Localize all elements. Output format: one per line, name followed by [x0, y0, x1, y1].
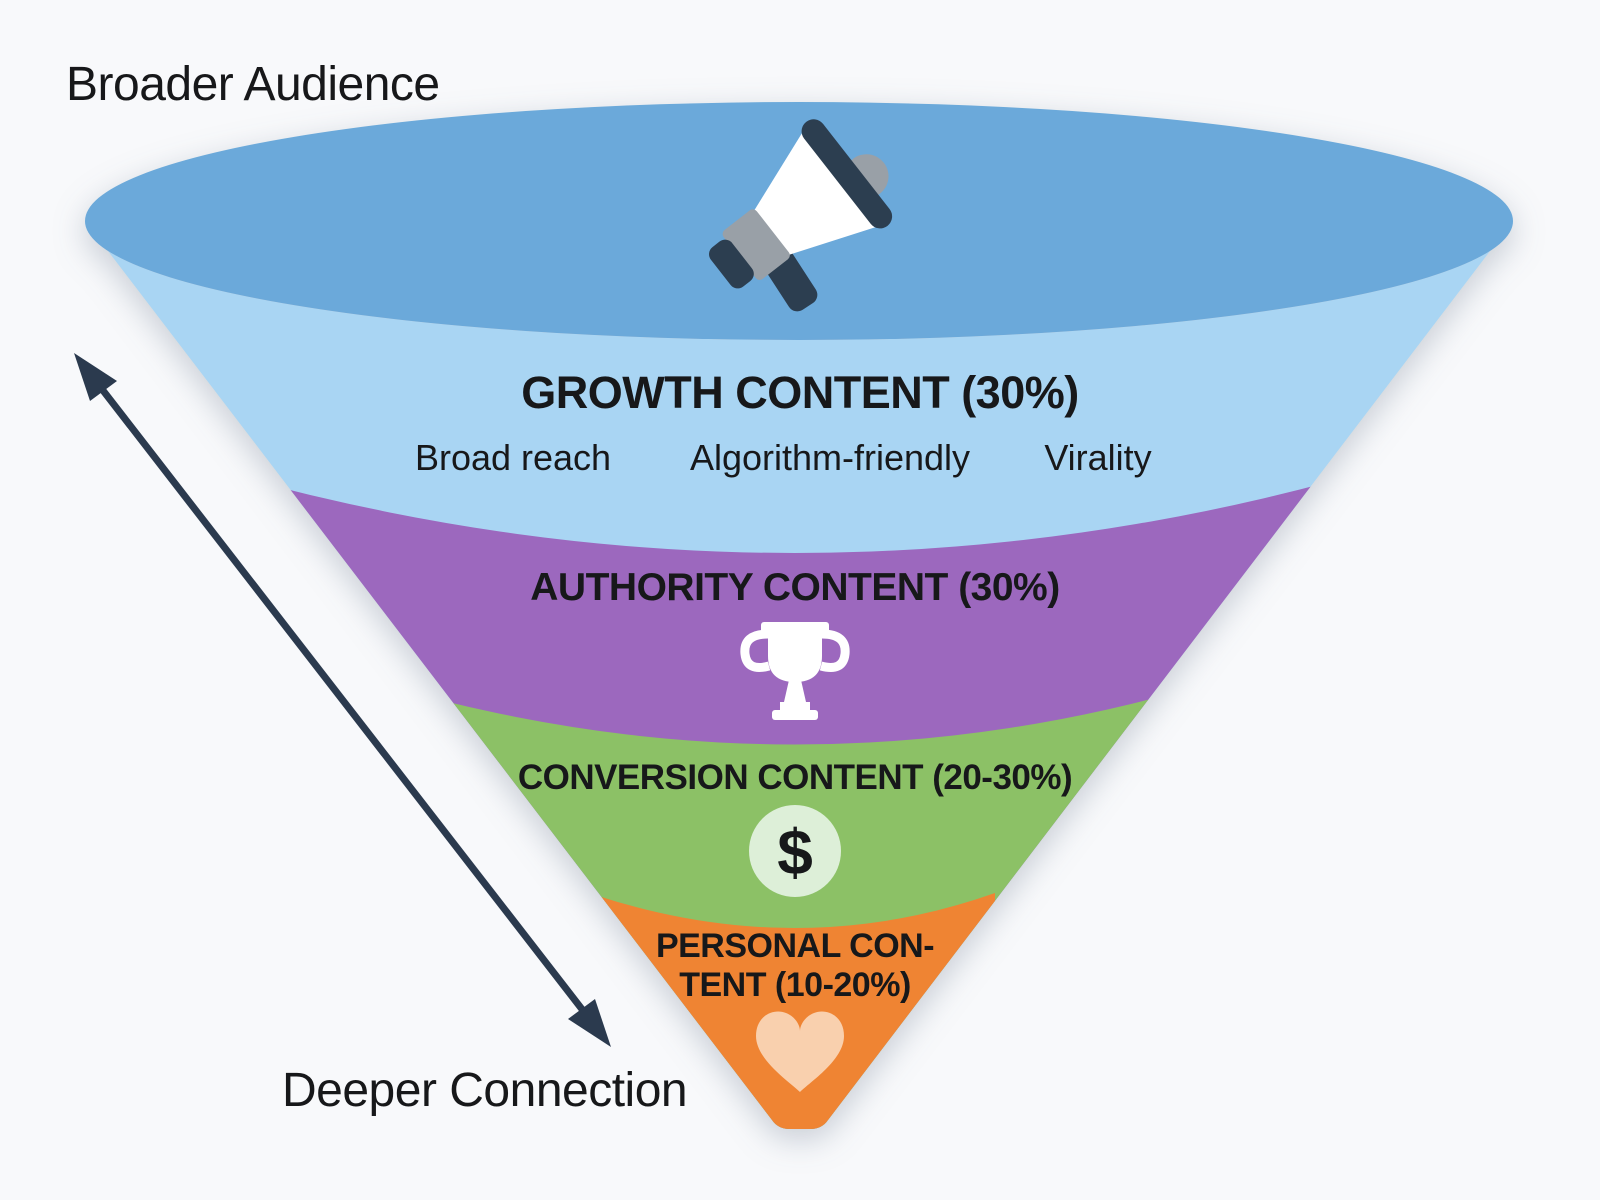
authority-section-label: AUTHORITY CONTENT (30%): [530, 566, 1059, 609]
growth-section-label: GROWTH CONTENT (30%): [521, 367, 1079, 418]
trophy-left-handle: [740, 629, 771, 672]
megaphone-band: [722, 209, 790, 280]
megaphone-cone: [753, 127, 882, 255]
arrow-shaft: [95, 381, 591, 1020]
arrow-head-up: [74, 353, 117, 401]
growth-sublabel-virality: Virality: [1044, 437, 1151, 478]
audience-depth-arrow: [74, 353, 611, 1047]
megaphone-icon: [709, 119, 893, 312]
dollar-glyph: $: [777, 816, 813, 888]
growth-sublabel-broad-reach: Broad reach: [415, 437, 611, 478]
growth-sublabel-algorithm-friendly: Algorithm-friendly: [690, 437, 970, 478]
megaphone-rim: [801, 119, 893, 229]
megaphone-cap: [709, 239, 754, 289]
trophy-right-handle: [819, 629, 850, 672]
broader-audience-label: Broader Audience: [66, 58, 440, 111]
heart-icon: [756, 1011, 844, 1092]
trophy-icon: [740, 622, 850, 720]
deeper-connection-label: Deeper Connection: [282, 1064, 687, 1117]
arrow-head-down: [568, 999, 611, 1047]
personal-section-label-line2: TENT (10-20%): [679, 966, 911, 1004]
personal-section-label-line1: PERSONAL CON-: [656, 927, 934, 965]
conversion-section-label: CONVERSION CONTENT (20-30%): [518, 758, 1072, 797]
dollar-icon: $: [749, 805, 841, 897]
